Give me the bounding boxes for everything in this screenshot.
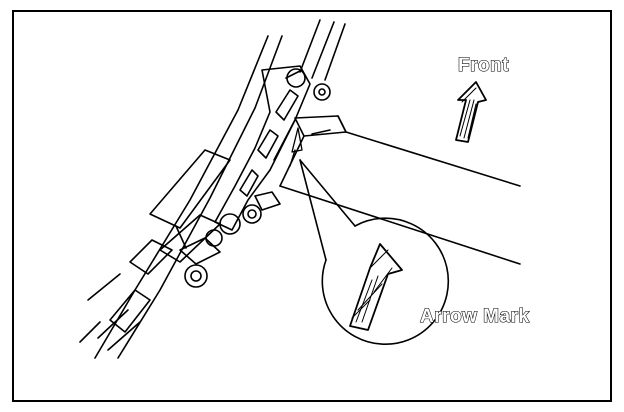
arrow-mark-icon bbox=[349, 243, 403, 331]
tube-arrow-mark bbox=[289, 127, 303, 167]
cross-tube bbox=[273, 115, 521, 265]
front-label: Front bbox=[457, 54, 510, 76]
arrow-mark-label: Arrow Mark bbox=[419, 305, 530, 327]
side-rail bbox=[79, 19, 346, 359]
latch-mechanism bbox=[205, 65, 331, 247]
front-direction-arrow-icon bbox=[455, 81, 487, 143]
arrow-mark-callout bbox=[299, 159, 450, 346]
